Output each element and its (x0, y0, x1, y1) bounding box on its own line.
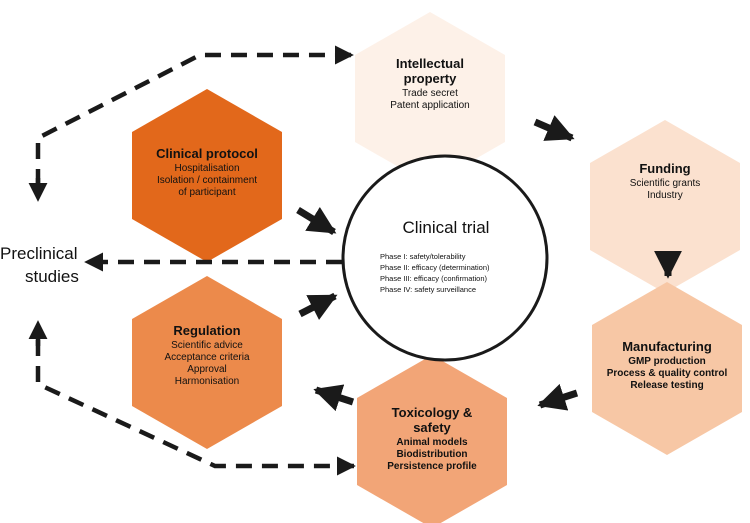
clinical-protocol-item: Hospitalisation (174, 162, 240, 174)
clinical-protocol-item: of participant (178, 187, 236, 199)
trial-phase: Phase II: efficacy (determination) (380, 262, 490, 272)
hex-clinical-protocol (132, 89, 282, 262)
preclinical-studies-label: Preclinical studies (0, 243, 80, 289)
dashed-arrow-to-ip (35, 45, 354, 185)
trial-phase: Phase III: efficacy (confirmation) (380, 273, 487, 283)
arrow-manufacturing-to-toxicology (537, 383, 579, 411)
funding-title: Funding (639, 161, 691, 176)
ip-item: Patent application (390, 99, 470, 111)
toxicology-item: Animal models (396, 436, 468, 448)
clinical-protocol-item: Isolation / containment (156, 175, 258, 187)
regulation-title: Regulation (173, 323, 241, 338)
manufacturing-title: Manufacturing (622, 339, 712, 354)
toxicology-item: Biodistribution (396, 448, 468, 460)
toxicology-title-line2: safety (413, 419, 451, 435)
regulation-item: Scientific advice (171, 339, 243, 351)
arrow-protocol-to-trial (296, 206, 337, 235)
ip-title-line2: property (403, 70, 457, 86)
hex-intellectual-property (355, 12, 505, 185)
manufacturing-item: Process & quality control (606, 368, 728, 380)
toxicology-item: Persistence profile (387, 461, 477, 473)
ip-item: Trade secret (402, 87, 458, 99)
hex-funding (590, 120, 740, 293)
clinical-trial-circle (341, 154, 549, 362)
regulation-item: Approval (187, 364, 227, 376)
arrow-regulation-to-trial (298, 292, 338, 320)
hex-toxicology (357, 355, 507, 523)
clinical-protocol-title: Clinical protocol (156, 146, 258, 161)
ip-text: Intellectual property Trade secret Paten… (370, 56, 490, 112)
manufacturing-item: Release testing (630, 380, 704, 392)
trial-phase: Phase I: safety/tolerability (380, 252, 466, 261)
preclinical-line2: studies (25, 266, 79, 286)
manufacturing-item: GMP production (628, 355, 706, 367)
toxicology-title-line1: Toxicology & (391, 405, 473, 420)
funding-item: Industry (647, 190, 683, 202)
clinical-trial-title: Clinical trial (402, 218, 490, 237)
arrow-toxicology-to-regulation (313, 384, 355, 412)
funding-item: Scientific grants (629, 177, 701, 189)
hex-regulation (132, 276, 282, 449)
clinical-trial-text: Clinical trial Phase I: safety/tolerabil… (366, 218, 526, 296)
trial-phase: Phase IV: safety surveillance (380, 284, 477, 294)
clinical-protocol-text: Clinical protocol Hospitalisation Isolat… (140, 146, 274, 199)
regulation-text: Regulation Scientific advice Acceptance … (147, 323, 267, 389)
dashed-arrow-to-toxicology (35, 340, 356, 476)
funding-text: Funding Scientific grants Industry (605, 161, 725, 202)
ip-title-line1: Intellectual (396, 56, 464, 71)
regulation-item: Acceptance criteria (164, 352, 250, 364)
regulation-item: Harmonisation (174, 376, 240, 388)
toxicology-text: Toxicology & safety Animal models Biodis… (372, 405, 492, 473)
preclinical-line1: Preclinical (0, 244, 78, 263)
arrow-ip-to-funding (533, 115, 575, 142)
manufacturing-text: Manufacturing GMP production Process & q… (596, 339, 738, 392)
hex-manufacturing (592, 282, 742, 455)
